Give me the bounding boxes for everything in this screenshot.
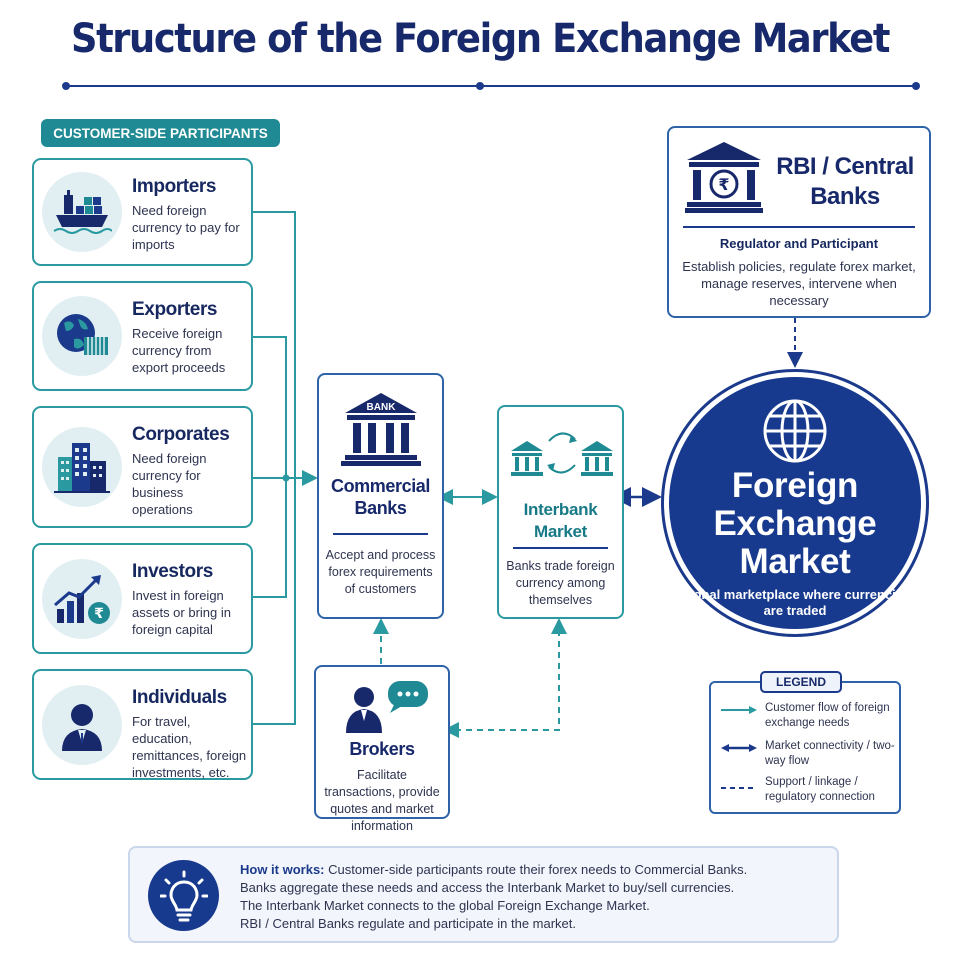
exporters-flow-line <box>253 336 287 478</box>
legend-item: Support / linkage / regulatory connectio… <box>765 776 875 803</box>
svg-text:₹: ₹ <box>718 175 729 194</box>
participant-description: Invest in foreign assets or bring in for… <box>132 588 231 637</box>
growth-chart-rupee-icon: ₹ <box>42 558 122 639</box>
participant-name: Individuals <box>132 687 227 708</box>
participant-name: Importers <box>132 176 217 197</box>
divider-dot <box>912 82 920 90</box>
legend: Customer flow of foreign exchange needs … <box>709 681 901 814</box>
how-it-works-label: How it works: <box>240 862 325 877</box>
how-it-works-line: Customer-side participants route their f… <box>328 862 748 877</box>
legend-item: Market connectivity / two-way flow <box>765 740 895 767</box>
how-it-works-line: RBI / Central Banks regulate and partici… <box>240 916 577 931</box>
participant-description: Receive foreign currency from export pro… <box>132 326 226 375</box>
cargo-ship-icon <box>42 172 122 252</box>
fx-market-subtitle: Global marketplace where currencies are … <box>679 587 911 618</box>
page-title: Structure of the Foreign Exchange Market <box>70 16 890 62</box>
section-label: CUSTOMER-SIDE PARTICIPANTS <box>41 119 280 147</box>
importers-flow-line <box>253 211 296 478</box>
divider-dot <box>62 82 70 90</box>
teal-arrow-icon <box>721 706 757 714</box>
rbi-description: Establish policies, regulate forex marke… <box>682 259 916 308</box>
card-divider <box>333 533 428 535</box>
globe-icon <box>761 397 829 470</box>
card-divider <box>513 547 608 549</box>
dashed-line-icon <box>721 787 757 789</box>
participant-name: Exporters <box>132 299 218 320</box>
how-it-works-line: Banks aggregate these needs and access t… <box>240 880 735 895</box>
fx-market-title: Foreign Exchange Market <box>713 466 877 581</box>
how-it-works-panel: How it works: Customer-side participants… <box>128 846 839 943</box>
brokers-description: Facilitate transactions, provide quotes … <box>324 768 440 833</box>
interbank-market-title: Interbank Market <box>523 500 598 541</box>
bank-building-icon: BANK <box>341 391 421 472</box>
commercial-banks-description: Accept and process forex requirements of… <box>325 548 436 596</box>
how-it-works-text: How it works: Customer-side participants… <box>240 861 829 933</box>
participant-card-importers[interactable]: Importers Need foreign currency to pay f… <box>32 158 253 266</box>
brokers-interbank-link <box>443 618 567 738</box>
participant-name: Corporates <box>132 424 230 445</box>
interbank-market-card[interactable]: Interbank Market Banks trade foreign cur… <box>497 405 624 619</box>
participant-name: Investors <box>132 561 213 582</box>
rbi-title: RBI / Central Banks <box>776 153 914 210</box>
rbi-central-banks-card[interactable]: ₹ RBI / Central Banks Regulator and Part… <box>667 126 931 318</box>
legend-item: Customer flow of foreign exchange needs <box>765 702 890 729</box>
flow-junction-dot <box>282 474 290 482</box>
globe-container-icon <box>42 296 122 376</box>
brokers-title: Brokers <box>349 739 415 759</box>
lightbulb-icon <box>148 860 219 931</box>
divider-dot <box>476 82 484 90</box>
investors-flow-line <box>253 478 287 598</box>
fx-market-node[interactable]: Foreign Exchange Market Global marketpla… <box>669 377 921 629</box>
broker-chat-icon <box>340 679 432 740</box>
double-arrow-icon <box>721 744 757 752</box>
bank-exchange-icon <box>509 425 615 486</box>
commercial-banks-card[interactable]: BANK Commercial Banks Accept and process… <box>317 373 444 619</box>
participant-card-exporters[interactable]: Exporters Receive foreign currency from … <box>32 281 253 391</box>
office-buildings-icon <box>42 427 122 507</box>
participant-card-individuals[interactable]: Individuals For travel, education, remit… <box>32 669 253 780</box>
how-it-works-line: The Interbank Market connects to the glo… <box>240 898 650 913</box>
person-icon <box>42 684 122 765</box>
participant-card-investors[interactable]: ₹ Investors Invest in foreign assets or … <box>32 543 253 654</box>
svg-text:BANK: BANK <box>367 402 397 413</box>
svg-text:₹: ₹ <box>94 606 104 622</box>
interbank-market-description: Banks trade foreign currency among thems… <box>506 559 615 607</box>
card-divider <box>683 226 915 228</box>
rbi-subtitle: Regulator and Participant <box>719 236 879 251</box>
brokers-card[interactable]: Brokers Facilitate transactions, provide… <box>314 665 450 833</box>
title-divider <box>66 85 916 87</box>
individuals-flow-line <box>253 478 296 725</box>
commercial-banks-title: Commercial Banks <box>330 476 431 518</box>
participant-description: Need foreign currency for business opera… <box>132 451 207 517</box>
participant-description: Need foreign currency to pay for imports <box>132 203 240 252</box>
participant-card-corporates[interactable]: Corporates Need foreign currency for bus… <box>32 406 253 528</box>
legend-title: LEGEND <box>760 671 842 693</box>
central-bank-rupee-icon: ₹ <box>685 140 763 221</box>
participant-description: For travel, education, remittances, fore… <box>132 714 247 780</box>
